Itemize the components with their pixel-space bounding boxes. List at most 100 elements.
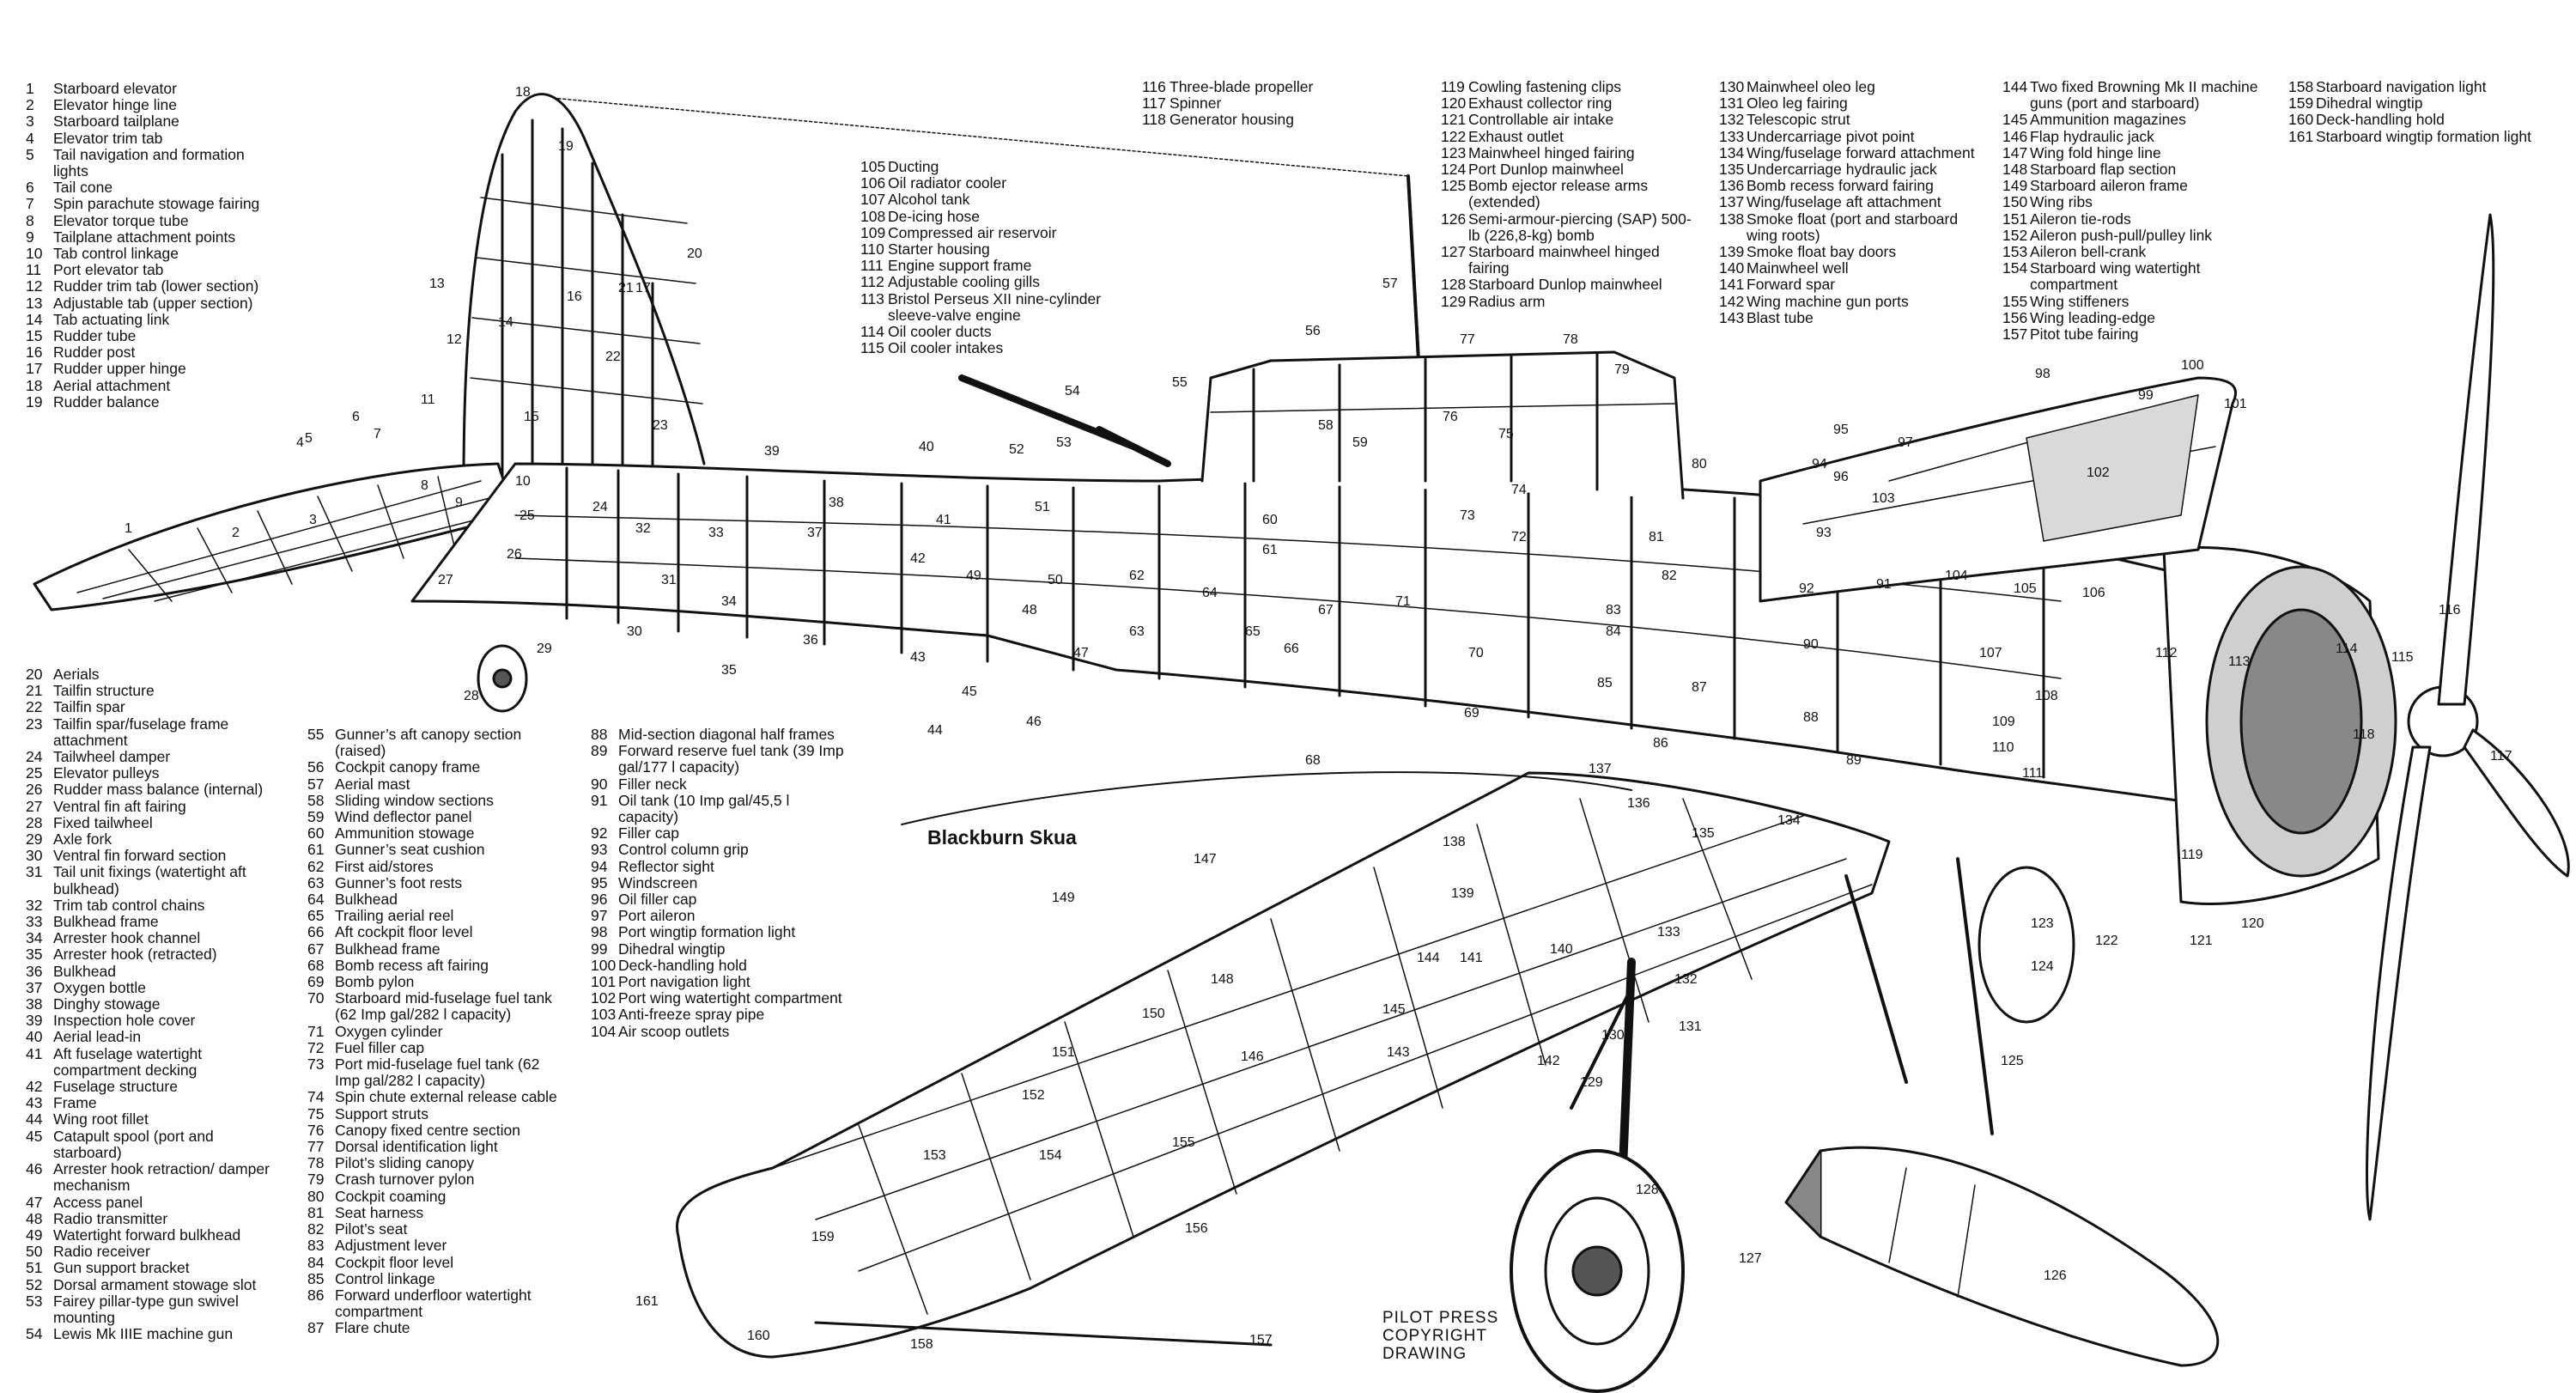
legend-item-label: Rudder upper hinge	[53, 360, 186, 378]
legend-item-label: Oil cooler intakes	[888, 339, 1004, 357]
callout-number: 92	[1799, 581, 1814, 596]
callout-number: 150	[1142, 1007, 1165, 1021]
callout-number: 87	[1692, 680, 1707, 695]
callout-number: 20	[687, 246, 702, 261]
legend-item-label: Wing machine gun ports	[1747, 292, 1909, 310]
legend-item-label: Control linkage	[335, 1269, 435, 1287]
legend-item-number: 28	[26, 813, 43, 831]
propeller-blade-top	[2437, 213, 2495, 706]
legend-item-label: Rudder post	[53, 344, 136, 362]
legend-item-label: Dinghy stowage	[53, 995, 161, 1013]
callout-number: 91	[1876, 577, 1892, 592]
legend-item-number: 104	[591, 1022, 617, 1040]
callout-number: 18	[515, 85, 531, 100]
legend-item-number: 139	[1719, 243, 1745, 261]
legend-item-label: Starboard wingtip formation light	[2316, 127, 2531, 145]
legend-item-label: Dorsal identification light	[335, 1138, 498, 1156]
legend-item-label: Gunner’s aft canopy section (raised)	[335, 726, 522, 760]
cockpit-canopy	[1200, 350, 1685, 500]
legend-item-number: 130	[1719, 78, 1745, 95]
legend-item-number: 134	[1719, 143, 1745, 161]
legend-item-number: 108	[860, 207, 886, 225]
legend-item-label: Pilot’s seat	[335, 1220, 408, 1238]
legend-item-number: 33	[26, 913, 43, 931]
legend-item-label: Oil cooler ducts	[888, 323, 992, 341]
callout-number: 1	[125, 521, 132, 536]
legend-item-number: 69	[307, 973, 325, 991]
callout-number: 140	[1550, 942, 1573, 957]
legend-item-label: Oil tank (10 Imp gal/45,5 l capacity)	[618, 791, 790, 826]
callout-number: 81	[1649, 530, 1664, 544]
legend-item-label: Compressed air reservoir	[888, 223, 1057, 241]
legend-item-label: Gunner’s foot rests	[335, 873, 463, 891]
legend-item-label: Mid-section diagonal half frames	[618, 726, 835, 743]
port-mainwheel	[1978, 866, 2075, 1024]
legend-item-label: First aid/stores	[335, 857, 434, 875]
legend-item-label: Bulkhead	[53, 962, 116, 980]
port-wing-panel	[2026, 394, 2199, 542]
callout-number: 68	[1305, 753, 1321, 768]
legend-item-number: 137	[1719, 193, 1745, 211]
legend-item-label: Support struts	[335, 1104, 428, 1122]
oleo-leg	[1619, 958, 1636, 1172]
callout-number: 129	[1580, 1075, 1603, 1090]
callout-number: 12	[447, 332, 462, 347]
starboard-wing	[676, 771, 1891, 1359]
legend-item-label: Fairey pillar-type gun swivel mounting	[53, 1292, 239, 1326]
callout-number: 50	[1048, 573, 1063, 587]
legend-item-number: 65	[307, 907, 325, 925]
legend-item-number: 90	[591, 775, 608, 793]
legend-item-label: Tailwheel damper	[53, 748, 171, 766]
legend-item-number: 56	[307, 758, 325, 776]
callout-number: 52	[1009, 442, 1024, 457]
legend-item-number: 19	[26, 392, 43, 411]
legend-item-number: 20	[26, 666, 43, 683]
legend-item-number: 96	[591, 891, 608, 909]
callout-number: 97	[1898, 435, 1913, 450]
callout-number: 133	[1657, 925, 1680, 940]
legend-item-label: Gun support bracket	[53, 1259, 190, 1277]
legend-item-label: Tailfin spar/fuselage frame attachment	[53, 715, 229, 749]
legend-item-label: Elevator trim tab	[53, 129, 163, 147]
legend-item-number: 57	[307, 775, 325, 793]
legend-item-number: 125	[1441, 177, 1467, 195]
legend-item-number: 112	[860, 273, 884, 291]
callout-number: 80	[1692, 457, 1707, 471]
legend-item-label: Filler cap	[618, 824, 679, 842]
callout-number: 127	[1739, 1251, 1762, 1266]
callout-number: 17	[635, 281, 651, 295]
callout-number: 70	[1468, 646, 1484, 660]
callout-number: 76	[1443, 410, 1458, 424]
legend-item-label: Aerial attachment	[53, 376, 171, 394]
callout-number: 132	[1674, 972, 1698, 987]
legend-item-label: Tail cone	[53, 179, 113, 197]
legend-item-number: 84	[307, 1253, 325, 1271]
legend-item-label: Forward reserve fuel tank (39 Imp gal/17…	[618, 742, 844, 776]
